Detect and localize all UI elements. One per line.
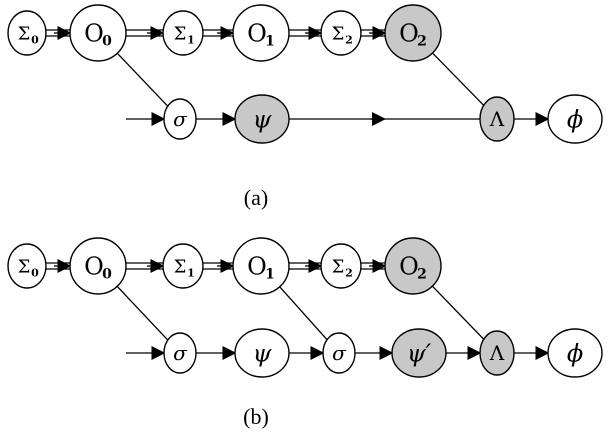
node-circle-b-sigma-b	[322, 332, 356, 374]
node-circle-b-o2	[384, 237, 442, 295]
edge-b-o1-to-b-sigma-b	[279, 286, 328, 341]
node-circle-a-o0	[69, 4, 127, 62]
node-subscript-a-sigma0: 0	[31, 33, 39, 46]
node-a-o1: O1	[232, 4, 290, 62]
node-label-a-sigma0: Σ	[18, 23, 31, 44]
node-label-b-o1: O	[247, 253, 267, 281]
edge-b-o0-to-b-sigma-a	[116, 285, 169, 341]
node-circle-b-sigma1	[162, 243, 204, 289]
node-circle-a-o1	[232, 4, 290, 62]
node-circle-a-sigma0	[7, 10, 47, 56]
node-circle-b-psi-prime	[391, 328, 447, 378]
node-label-b-lambda: Λ	[489, 341, 505, 365]
node-circle-a-psi	[234, 94, 290, 144]
caption-a: (a)	[244, 185, 268, 210]
node-label-a-o2: O	[399, 20, 419, 48]
node-b-phi: ϕ	[547, 328, 603, 378]
node-label-a-sigma1: Σ	[174, 23, 187, 44]
node-b-psi: ψ	[234, 328, 290, 378]
edges-layer	[46, 26, 550, 360]
node-subscript-b-o1: 1	[265, 267, 275, 283]
node-a-phi: ϕ	[547, 94, 603, 144]
node-circle-a-sigma1	[162, 10, 204, 56]
node-a-psi: ψ	[234, 94, 290, 144]
node-circle-b-o0	[69, 237, 127, 295]
node-subscript-b-sigma1: 1	[187, 266, 195, 279]
node-b-o2: O2	[384, 237, 442, 295]
node-subscript-a-sigma2: 2	[345, 33, 353, 46]
node-circle-a-phi	[547, 94, 603, 144]
node-subscript-b-o2: 2	[417, 267, 427, 283]
node-label-b-sigma1: Σ	[174, 256, 187, 277]
node-label-b-sigma2: Σ	[332, 256, 345, 277]
node-circle-a-sigma2	[320, 10, 362, 56]
node-circle-b-o1	[232, 237, 290, 295]
node-label-a-sigma: σ	[173, 107, 188, 131]
node-circle-b-phi	[547, 328, 603, 378]
node-circle-b-sigma-a	[163, 332, 197, 374]
caption-b: (b)	[243, 404, 269, 429]
node-subscript-a-o1: 1	[265, 34, 275, 50]
node-circle-b-sigma0	[7, 243, 47, 289]
node-label-a-phi: ϕ	[567, 106, 583, 134]
node-label-b-psi-prime: ψ′	[407, 340, 432, 368]
node-label-a-o1: O	[247, 20, 267, 48]
edge-a-o0-to-a-sigma	[116, 52, 169, 107]
node-b-o0: O0	[69, 237, 127, 295]
node-subscript-b-sigma0: 0	[31, 266, 39, 279]
node-b-psi-prime: ψ′	[391, 328, 447, 378]
node-label-b-sigma0: Σ	[18, 256, 31, 277]
node-label-a-psi: ψ	[253, 106, 273, 134]
edge-a-o2-to-a-lambda	[432, 52, 485, 106]
node-circle-a-o2	[384, 4, 442, 62]
node-circle-b-sigma2	[320, 243, 362, 289]
node-label-b-o0: O	[84, 253, 104, 281]
node-subscript-a-o0: 0	[102, 34, 112, 50]
node-circle-b-psi	[234, 328, 290, 378]
node-label-b-sigma-a: σ	[173, 341, 188, 365]
node-circle-b-lambda	[479, 330, 515, 376]
node-label-b-phi: ϕ	[567, 340, 583, 368]
node-b-sigma-a: σ	[163, 332, 197, 374]
node-circle-a-sigma	[163, 98, 197, 140]
node-label-a-lambda: Λ	[489, 107, 505, 131]
node-b-sigma-b: σ	[322, 332, 356, 374]
node-label-a-sigma2: Σ	[332, 23, 345, 44]
node-a-o2: O2	[384, 4, 442, 62]
node-subscript-b-sigma2: 2	[345, 266, 353, 279]
edge-b-o2-to-b-lambda	[431, 285, 485, 340]
node-subscript-a-sigma1: 1	[187, 33, 195, 46]
node-circle-a-lambda	[479, 96, 515, 142]
node-label-b-o2: O	[399, 253, 419, 281]
node-a-sigma: σ	[163, 98, 197, 140]
node-label-a-o0: O	[84, 20, 104, 48]
node-label-b-sigma-b: σ	[332, 341, 347, 365]
node-b-lambda: Λ	[479, 330, 515, 376]
node-b-o1: O1	[232, 237, 290, 295]
node-a-lambda: Λ	[479, 96, 515, 142]
node-label-b-psi: ψ	[253, 340, 273, 368]
node-subscript-b-o0: 0	[102, 267, 112, 283]
node-subscript-a-o2: 2	[417, 34, 427, 50]
node-a-o0: O0	[69, 4, 127, 62]
